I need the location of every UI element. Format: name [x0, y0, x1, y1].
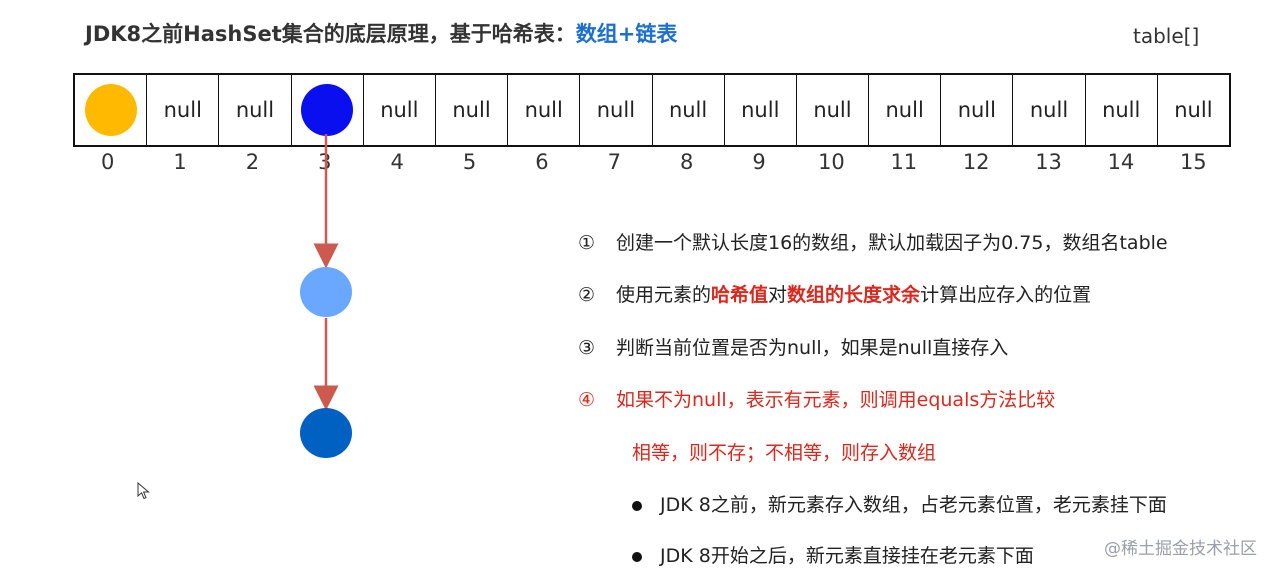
- index-label: 4: [390, 150, 404, 174]
- step-2-text-b: 对: [768, 284, 788, 306]
- step-2: ② 使用元素的哈希值对数组的长度求余计算出应存入的位置: [578, 280, 1091, 307]
- index-label: 9: [752, 150, 766, 174]
- array-cell-10: null: [797, 75, 870, 145]
- bullet-dot-icon: [632, 500, 642, 511]
- index-label: 12: [962, 150, 990, 174]
- array-cell-4: null: [364, 75, 436, 145]
- hash-array: null null null null null null null null …: [73, 73, 1231, 147]
- index-label: 8: [680, 150, 694, 174]
- index-label: 5: [462, 150, 477, 174]
- index-label: 7: [607, 150, 621, 174]
- step-2-number: ②: [578, 284, 596, 306]
- step-3-number: ③: [578, 337, 596, 359]
- watermark: @稀土掘金技术社区: [1104, 539, 1257, 559]
- array-cell-2: null: [219, 75, 292, 145]
- array-cell-3: [292, 75, 364, 145]
- index-label: 14: [1107, 150, 1135, 174]
- chain-node-2: [300, 267, 352, 317]
- index-label: 15: [1179, 150, 1207, 174]
- bullet-dot-icon: [632, 551, 642, 562]
- step-3-text: 判断当前位置是否为null，如果是null直接存入: [616, 337, 1009, 359]
- step-4-text: 如果不为null，表示有元素，则调用equals方法比较: [616, 389, 1056, 411]
- title-prefix: JDK8之前HashSet集合的底层原理，基于哈希表：: [85, 22, 576, 46]
- array-cell-11: null: [869, 75, 942, 145]
- mouse-cursor-icon: [137, 482, 150, 500]
- step-1-text: 创建一个默认长度16的数组，默认加载因子为0.75，数组名table: [616, 232, 1168, 254]
- index-label: 0: [101, 150, 115, 174]
- index-label: 6: [535, 150, 549, 174]
- step-4-number: ④: [578, 389, 596, 411]
- index-label: 13: [1035, 150, 1062, 174]
- array-cell-7: null: [580, 75, 653, 145]
- bullet-2-text: JDK 8开始之后，新元素直接挂在老元素下面: [660, 545, 1034, 567]
- step-3: ③ 判断当前位置是否为null，如果是null直接存入: [578, 333, 1008, 360]
- step-2-text-c: 计算出应存入的位置: [920, 284, 1092, 306]
- index-label: 2: [245, 150, 260, 174]
- step-4: ④ 如果不为null，表示有元素，则调用equals方法比较: [578, 385, 1055, 412]
- step-2-modulo: 数组的长度求余: [787, 284, 921, 306]
- index-label: 10: [818, 150, 845, 174]
- array-cell-5: null: [436, 75, 509, 145]
- array-cell-13: null: [1013, 75, 1086, 145]
- index-label: 1: [173, 150, 187, 174]
- step-1-number: ①: [578, 232, 596, 254]
- step-2-hash-value: 哈希值: [711, 284, 769, 306]
- array-cell-12: null: [941, 75, 1014, 145]
- page-title: JDK8之前HashSet集合的底层原理，基于哈希表：数组+链表: [85, 18, 677, 48]
- bullet-item-2: JDK 8开始之后，新元素直接挂在老元素下面: [632, 541, 1034, 568]
- array-cell-6: null: [508, 75, 581, 145]
- step-2-text-a: 使用元素的: [616, 284, 712, 306]
- array-cell-1: null: [147, 75, 220, 145]
- array-cell-14: null: [1086, 75, 1158, 145]
- sub-note-text: 相等，则不存；不相等，则存入数组: [632, 442, 937, 464]
- title-accent: 数组+链表: [575, 22, 678, 46]
- element-dot-0: [84, 84, 137, 136]
- array-cell-0: [75, 75, 148, 145]
- step-1: ① 创建一个默认长度16的数组，默认加载因子为0.75，数组名table: [578, 228, 1168, 255]
- array-cell-15: null: [1174, 98, 1213, 122]
- bullet-item-1: JDK 8之前，新元素存入数组，占老元素位置，老元素挂下面: [632, 490, 1167, 517]
- index-label: 11: [890, 150, 918, 174]
- chain-node-3: [300, 408, 352, 458]
- index-label: 3: [318, 150, 332, 174]
- sub-note: 相等，则不存；不相等，则存入数组: [632, 438, 936, 465]
- array-cell-9: null: [725, 75, 797, 145]
- bullet-1-text: JDK 8之前，新元素存入数组，占老元素位置，老元素挂下面: [660, 494, 1167, 516]
- array-cell-8: null: [653, 75, 725, 145]
- array-indices: 0 1 2 3 4 5 6 7 8 9 10 11 12 13 14 15: [73, 150, 1231, 174]
- table-label: table[]: [1133, 24, 1200, 48]
- element-dot-3: [301, 84, 354, 136]
